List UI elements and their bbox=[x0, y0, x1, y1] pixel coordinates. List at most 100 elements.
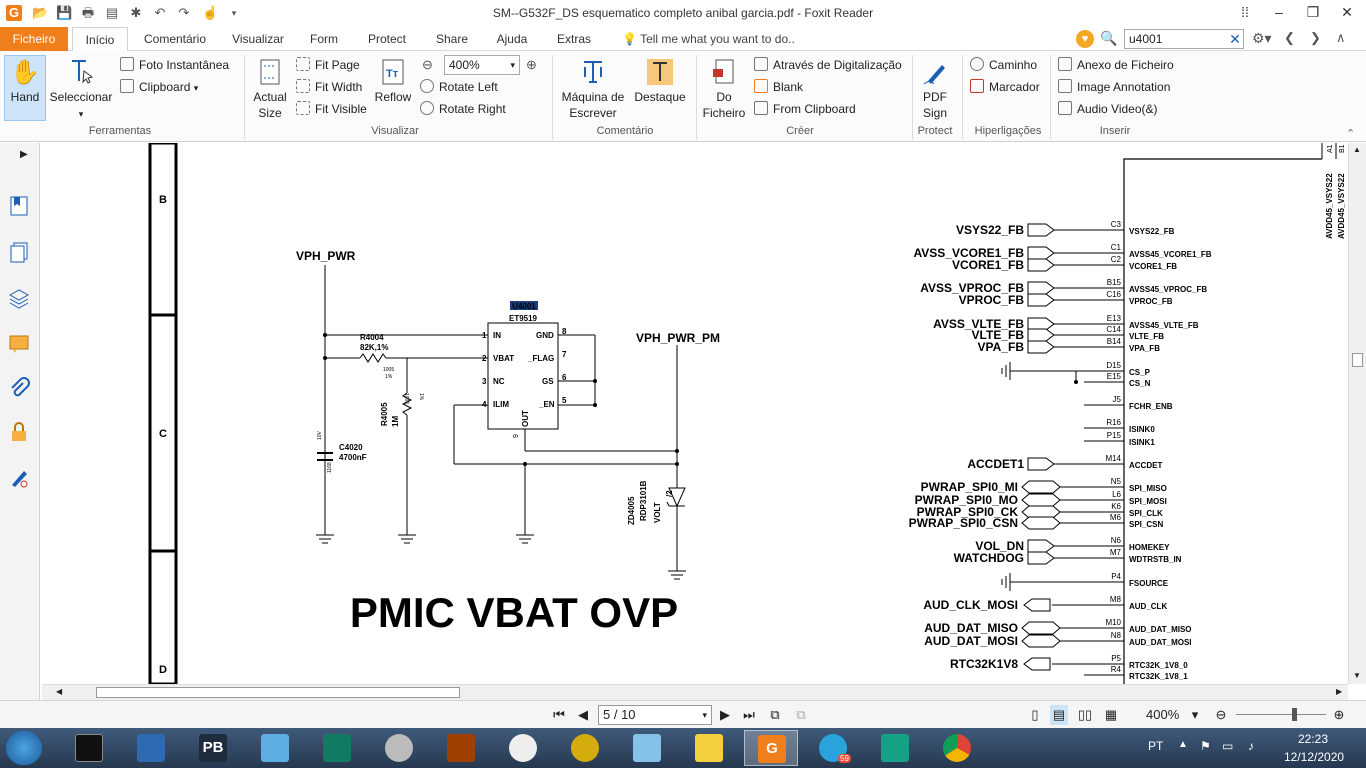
snapshot-button[interactable]: Foto Instantânea bbox=[120, 55, 229, 75]
tab-protect[interactable]: Protect bbox=[367, 32, 406, 46]
scroll-down-icon[interactable]: ▼ bbox=[1353, 671, 1361, 680]
vertical-scrollbar[interactable]: ▲ ▼ bbox=[1348, 143, 1366, 684]
audio-video-button[interactable]: Audio Video(&) bbox=[1058, 99, 1158, 119]
grid-icon[interactable]: ⁞⁞ bbox=[1241, 4, 1249, 20]
taskbar-foxit[interactable]: G bbox=[744, 730, 798, 766]
facing-pages-icon[interactable]: ▯▯ bbox=[1077, 707, 1093, 722]
taskbar-app-9[interactable] bbox=[558, 730, 612, 766]
reflow-button[interactable]: Tт Reflow bbox=[372, 57, 414, 105]
scroll-up-icon[interactable]: ▲ bbox=[1353, 145, 1361, 154]
rotate-left-button[interactable]: Rotate Left bbox=[420, 77, 498, 97]
layers-icon[interactable] bbox=[8, 287, 30, 309]
language-indicator[interactable]: PT bbox=[1148, 739, 1164, 753]
zoom-out-icon[interactable]: ⊖ bbox=[422, 57, 433, 72]
signature-icon[interactable] bbox=[8, 467, 30, 489]
rotate-right-button[interactable]: Rotate Right bbox=[420, 99, 506, 119]
first-page-icon[interactable]: ⏮ bbox=[553, 707, 565, 722]
search-settings-icon[interactable]: ⚙▾ bbox=[1252, 30, 1272, 46]
from-scanner-button[interactable]: Através de Digitalização bbox=[754, 55, 902, 75]
taskbar-chrome[interactable] bbox=[930, 730, 984, 766]
print-icon[interactable]: 🖶 bbox=[81, 5, 95, 20]
zoom-menu-icon[interactable]: ▾ bbox=[1191, 707, 1199, 722]
security-lock-icon[interactable] bbox=[8, 421, 30, 443]
clock-date[interactable]: 12/12/2020 bbox=[1284, 750, 1345, 764]
flag-icon[interactable]: ⚑ bbox=[1200, 739, 1211, 753]
heart-icon[interactable]: ♥ bbox=[1076, 30, 1094, 48]
taskbar-app-4[interactable] bbox=[248, 730, 302, 766]
next-view-icon[interactable]: ⧉ bbox=[796, 707, 806, 722]
close-button[interactable]: ✕ bbox=[1341, 4, 1353, 20]
tab-help[interactable]: Ajuda bbox=[496, 32, 528, 46]
status-zoom-out-icon[interactable]: ⊖ bbox=[1215, 707, 1227, 722]
document-view[interactable]: B C D bbox=[42, 143, 1348, 684]
zoom-slider-thumb[interactable] bbox=[1292, 708, 1297, 721]
customize-quick-access-icon[interactable]: ▾ bbox=[231, 8, 237, 18]
open-icon[interactable]: 📂 bbox=[32, 5, 49, 20]
taskbar-app-2[interactable] bbox=[124, 730, 178, 766]
tab-file[interactable]: Ficheiro bbox=[0, 27, 68, 51]
zoom-slider-track[interactable] bbox=[1236, 714, 1326, 715]
previous-page-icon[interactable]: ◀ bbox=[578, 707, 588, 722]
select-tool-button[interactable]: Seleccionar▾ bbox=[48, 57, 114, 122]
show-hidden-icons[interactable]: ▲ bbox=[1178, 739, 1188, 750]
horizontal-scrollbar[interactable]: ◀ ▶ bbox=[42, 684, 1348, 700]
clear-search-icon[interactable]: ✕ bbox=[1229, 31, 1241, 47]
continuous-page-icon[interactable]: ▤ bbox=[1050, 705, 1068, 725]
tab-view[interactable]: Visualizar bbox=[232, 32, 284, 46]
hand-tool-small-icon[interactable]: ☝ bbox=[202, 5, 219, 20]
expand-panel-icon[interactable]: ▶ bbox=[20, 149, 28, 160]
new-icon[interactable]: ✱ bbox=[130, 5, 142, 20]
highlight-button[interactable]: Destaque bbox=[630, 57, 690, 105]
blank-button[interactable]: Blank bbox=[754, 77, 803, 97]
taskbar-explorer[interactable] bbox=[682, 730, 736, 766]
scroll-right-icon[interactable]: ▶ bbox=[1336, 687, 1343, 696]
pages-icon[interactable] bbox=[8, 241, 30, 263]
attachments-icon[interactable] bbox=[8, 377, 30, 399]
page-number-input[interactable]: 5 / 10▾ bbox=[598, 705, 712, 725]
vertical-scroll-thumb[interactable] bbox=[1352, 353, 1363, 367]
tab-home[interactable]: Início bbox=[72, 27, 128, 52]
volume-icon[interactable]: ♪ bbox=[1248, 739, 1254, 753]
next-result-icon[interactable]: ❯ bbox=[1310, 30, 1321, 45]
image-annotation-button[interactable]: Image Annotation bbox=[1058, 77, 1170, 97]
fit-visible-button[interactable]: Fit Visible bbox=[296, 99, 367, 119]
last-page-icon[interactable]: ⏭ bbox=[743, 707, 755, 722]
clipboard-button[interactable]: Clipboard ▾ bbox=[120, 77, 198, 97]
previous-result-icon[interactable]: ❮ bbox=[1284, 30, 1295, 45]
bookmark-button[interactable]: Marcador bbox=[970, 77, 1040, 97]
scroll-left-icon[interactable]: ◀ bbox=[56, 687, 63, 696]
taskbar-cmd[interactable] bbox=[62, 730, 116, 766]
zoom-select[interactable]: 400%▾ bbox=[444, 55, 520, 75]
tab-comment[interactable]: Comentário bbox=[143, 32, 207, 46]
collapse-ribbon-icon[interactable]: ∧ bbox=[1336, 30, 1346, 45]
search-input[interactable]: u4001 bbox=[1124, 29, 1244, 49]
maximize-button[interactable]: ❐ bbox=[1306, 4, 1320, 20]
find-icon[interactable]: 🔍 bbox=[1100, 30, 1118, 46]
start-button[interactable] bbox=[6, 731, 42, 765]
tab-form[interactable]: Form bbox=[310, 32, 338, 46]
previous-view-icon[interactable]: ⧉ bbox=[770, 707, 780, 722]
taskbar-pb[interactable]: PB bbox=[186, 730, 240, 766]
taskbar-app-5[interactable] bbox=[310, 730, 364, 766]
minimize-button[interactable]: – bbox=[1275, 4, 1283, 20]
taskbar-app-6[interactable] bbox=[372, 730, 426, 766]
taskbar-app-8[interactable] bbox=[496, 730, 550, 766]
from-clipboard-button[interactable]: From Clipboard bbox=[754, 99, 856, 119]
tell-me-box[interactable]: 💡 Tell me what you want to do.. bbox=[622, 27, 795, 51]
fit-page-button[interactable]: Fit Page bbox=[296, 55, 360, 75]
taskbar-app-7[interactable] bbox=[434, 730, 488, 766]
save-icon[interactable]: 💾 bbox=[56, 5, 73, 20]
bookmarks-icon[interactable] bbox=[8, 195, 30, 217]
horizontal-scroll-thumb[interactable] bbox=[96, 687, 460, 698]
undo-icon[interactable]: ↶ bbox=[154, 5, 166, 20]
single-page-icon[interactable]: ▯ bbox=[1031, 707, 1039, 722]
zoom-in-icon[interactable]: ⊕ bbox=[526, 57, 537, 72]
redo-icon[interactable]: ↷ bbox=[178, 5, 190, 20]
properties-icon[interactable]: ▤ bbox=[105, 5, 119, 20]
taskbar-app-14[interactable] bbox=[868, 730, 922, 766]
comments-icon[interactable] bbox=[8, 333, 30, 355]
